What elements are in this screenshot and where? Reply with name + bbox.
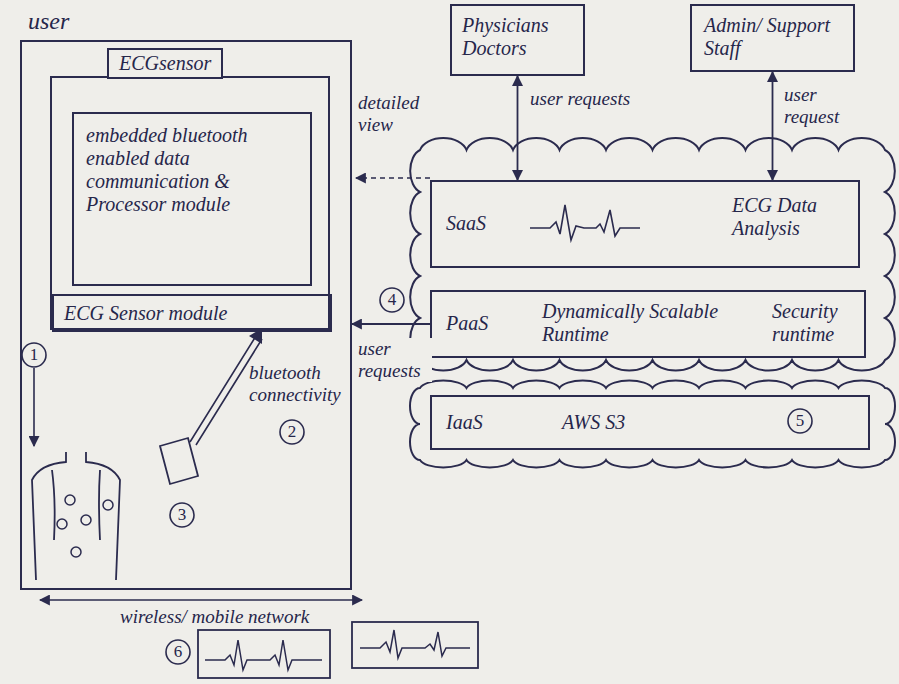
node-text: embedded bluetooth enabled data communic… <box>86 124 300 216</box>
electrode <box>71 547 81 557</box>
detailed-view-arrow <box>356 177 430 179</box>
module-box: ECG Sensor module <box>52 294 332 332</box>
callout-circle <box>380 288 404 312</box>
node-text: ECG Data Analysis <box>732 194 852 240</box>
cloud-outline <box>410 138 895 371</box>
connector <box>517 76 519 180</box>
callout-number: 4 <box>380 288 404 312</box>
connection-label: wireless/ mobile network <box>120 606 309 628</box>
edge-label: user requests <box>528 88 632 110</box>
box-heading: user <box>28 8 69 36</box>
node-text: Physicians Doctors <box>462 14 577 60</box>
callout-circle <box>22 343 46 367</box>
electrode <box>65 495 75 505</box>
callout-number: 2 <box>280 420 304 444</box>
network-arrow <box>40 599 362 601</box>
leader-arrow <box>33 368 35 446</box>
sensor-device <box>160 438 198 484</box>
connector <box>772 72 774 180</box>
callout-circle <box>280 420 304 444</box>
node-text: AWS S3 <box>562 411 625 434</box>
callout-circle <box>170 503 194 527</box>
callout-number: 6 <box>166 640 190 664</box>
callout-circle <box>166 640 190 664</box>
actor-box: Physicians Doctors <box>450 4 585 76</box>
service-layer: PaaS Dynamically Scalable Runtime Security… <box>430 290 866 358</box>
callout-number: 5 <box>788 409 812 433</box>
connection-label: bluetooth connectivity <box>249 362 345 406</box>
module-box: embedded bluetooth enabled data communic… <box>72 112 312 286</box>
electrode <box>103 500 113 510</box>
callout-number: 1 <box>22 343 46 367</box>
sensor-frame: ECGsensorembedded bluetooth enabled data… <box>50 76 330 330</box>
actor-box: Admin/ Support Staff <box>690 4 855 72</box>
callout-circle <box>788 409 812 433</box>
service-layer: SaaS ECG Data Analysis <box>430 180 860 268</box>
edge-label: user request <box>782 84 866 128</box>
node-text: ECG Sensor module <box>64 302 227 325</box>
callout-number: 3 <box>170 503 194 527</box>
ecg-chart <box>198 630 330 678</box>
node-text: Admin/ Support Staff <box>704 14 844 60</box>
node-text: Security runtime <box>772 300 860 346</box>
node-text: Dynamically Scalable Runtime <box>542 300 742 346</box>
frame-title: ECGsensor <box>107 48 223 79</box>
connector <box>352 323 430 325</box>
ecg-waveform <box>205 640 322 670</box>
node-text: IaaS <box>446 411 483 434</box>
human-torso <box>32 452 120 580</box>
cloud-outline <box>410 380 895 467</box>
ecg-chart <box>352 622 478 668</box>
note-label: detailed view <box>358 92 436 136</box>
electrode <box>57 519 67 529</box>
ecg-waveform <box>360 630 470 658</box>
node-text: SaaS <box>446 212 486 235</box>
edge-label: user requests <box>356 338 432 382</box>
electrode <box>81 515 91 525</box>
ecg-waveform <box>530 205 640 240</box>
node-text: PaaS <box>446 312 488 335</box>
